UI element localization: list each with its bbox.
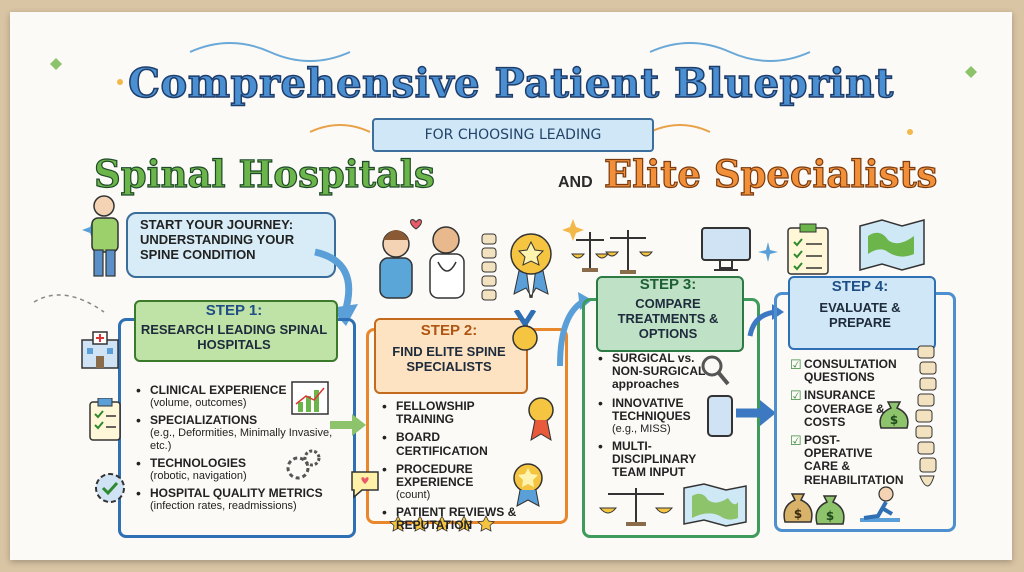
doctors-icon [379,219,465,299]
start-journey-text: START YOUR JOURNEY: UNDERSTANDING YOUR S… [140,217,295,262]
elite-specialists-heading: Elite Specialists [603,151,938,196]
step4-title: EVALUATE & PREPARE [819,300,901,330]
list-item: TECHNOLOGIES(robotic, navigation) [136,456,336,482]
step3-banner [596,276,744,352]
checklist-board-icon [787,223,829,275]
world-map-icon [859,219,925,271]
list-item: POST-OPERATIVE CARE & REHABILITATION [790,433,908,487]
tablet-icon [707,395,733,437]
spine-model-icon [915,345,937,487]
and-connector: AND [558,174,593,191]
step4-list: CONSULTATION QUESTIONS INSURANCE COVERAG… [790,357,908,492]
patient-figure-icon [91,195,119,277]
step1-label: STEP 1: [205,302,263,319]
award-star-icon [510,233,552,298]
list-item: CONSULTATION QUESTIONS [790,357,908,384]
arrow-right-blue-icon [736,400,776,426]
step2-label: STEP 2: [420,322,478,339]
list-item: BOARD CERTIFICATION [382,430,532,457]
list-item: INSURANCE COVERAGE & COSTS [790,389,908,429]
rehab-figure-icon [860,486,900,522]
step4-label: STEP 4: [831,278,889,295]
list-item: CLINICAL EXPERIENCE(volume, outcomes) [136,383,336,409]
spine-icon [481,233,497,301]
list-item: SURGICAL vs. NON-SURGICAL approaches [598,351,710,392]
list-item: PATIENT REVIEWS & REPUTATION [382,505,532,532]
list-item: INNOVATIVE TECHNIQUES(e.g., MISS) [598,396,710,435]
medal-icon [512,310,538,351]
svg-text:$: $ [794,507,802,521]
main-title: Comprehensive Patient Blueprint [127,59,894,108]
swirl-decoration [50,42,977,241]
step4-banner [788,276,936,350]
map-icon [683,483,747,527]
step2-title: FIND ELITE SPINE SPECIALISTS [392,344,506,374]
step3-label: STEP 3: [639,276,697,293]
list-item: HOSPITAL QUALITY METRICS(infection rates… [136,486,336,512]
step2-list: FELLOWSHIP TRAINING BOARD CERTIFICATION … [382,399,532,538]
step1-title: RESEARCH LEADING SPINAL HOSPITALS [140,322,328,352]
clipboard-checklist-icon [89,398,121,441]
spinal-hospitals-heading: Spinal Hospitals [93,151,435,196]
subtitle-banner: FOR CHOOSING LEADING [372,118,654,152]
list-item: SPECIALIZATIONS(e.g., Deformities, Minim… [136,413,336,451]
money-bags-icon: $ $ [783,493,845,525]
sparkle-icon [758,242,778,262]
ribbon-badge-icon [528,397,554,442]
dotted-path [33,294,105,313]
infographic-card: Comprehensive Patient Blueprint FOR CHOO… [10,12,1012,560]
gear-check-icon [95,473,125,503]
chat-heart-icon [351,471,379,499]
small-scales-icon [598,488,674,526]
list-item: FELLOWSHIP TRAINING [382,399,532,426]
list-item: PROCEDURE EXPERIENCE(count) [382,462,532,501]
scales-icon [570,230,654,274]
svg-text:$: $ [826,509,834,523]
step3-list: SURGICAL vs. NON-SURGICAL approaches INN… [598,351,710,485]
step3-title: COMPARE TREATMENTS & OPTIONS [617,296,719,341]
arrow-right-icon [330,414,366,436]
hospital-icon [81,331,119,369]
step1-banner [134,300,338,362]
computer-monitor-icon [701,227,751,271]
start-journey-box [126,212,336,278]
step2-banner [374,318,528,394]
step1-list: CLINICAL EXPERIENCE(volume, outcomes) SP… [136,383,336,517]
list-item: MULTI-DISCIPLINARY TEAM INPUT [598,439,710,480]
